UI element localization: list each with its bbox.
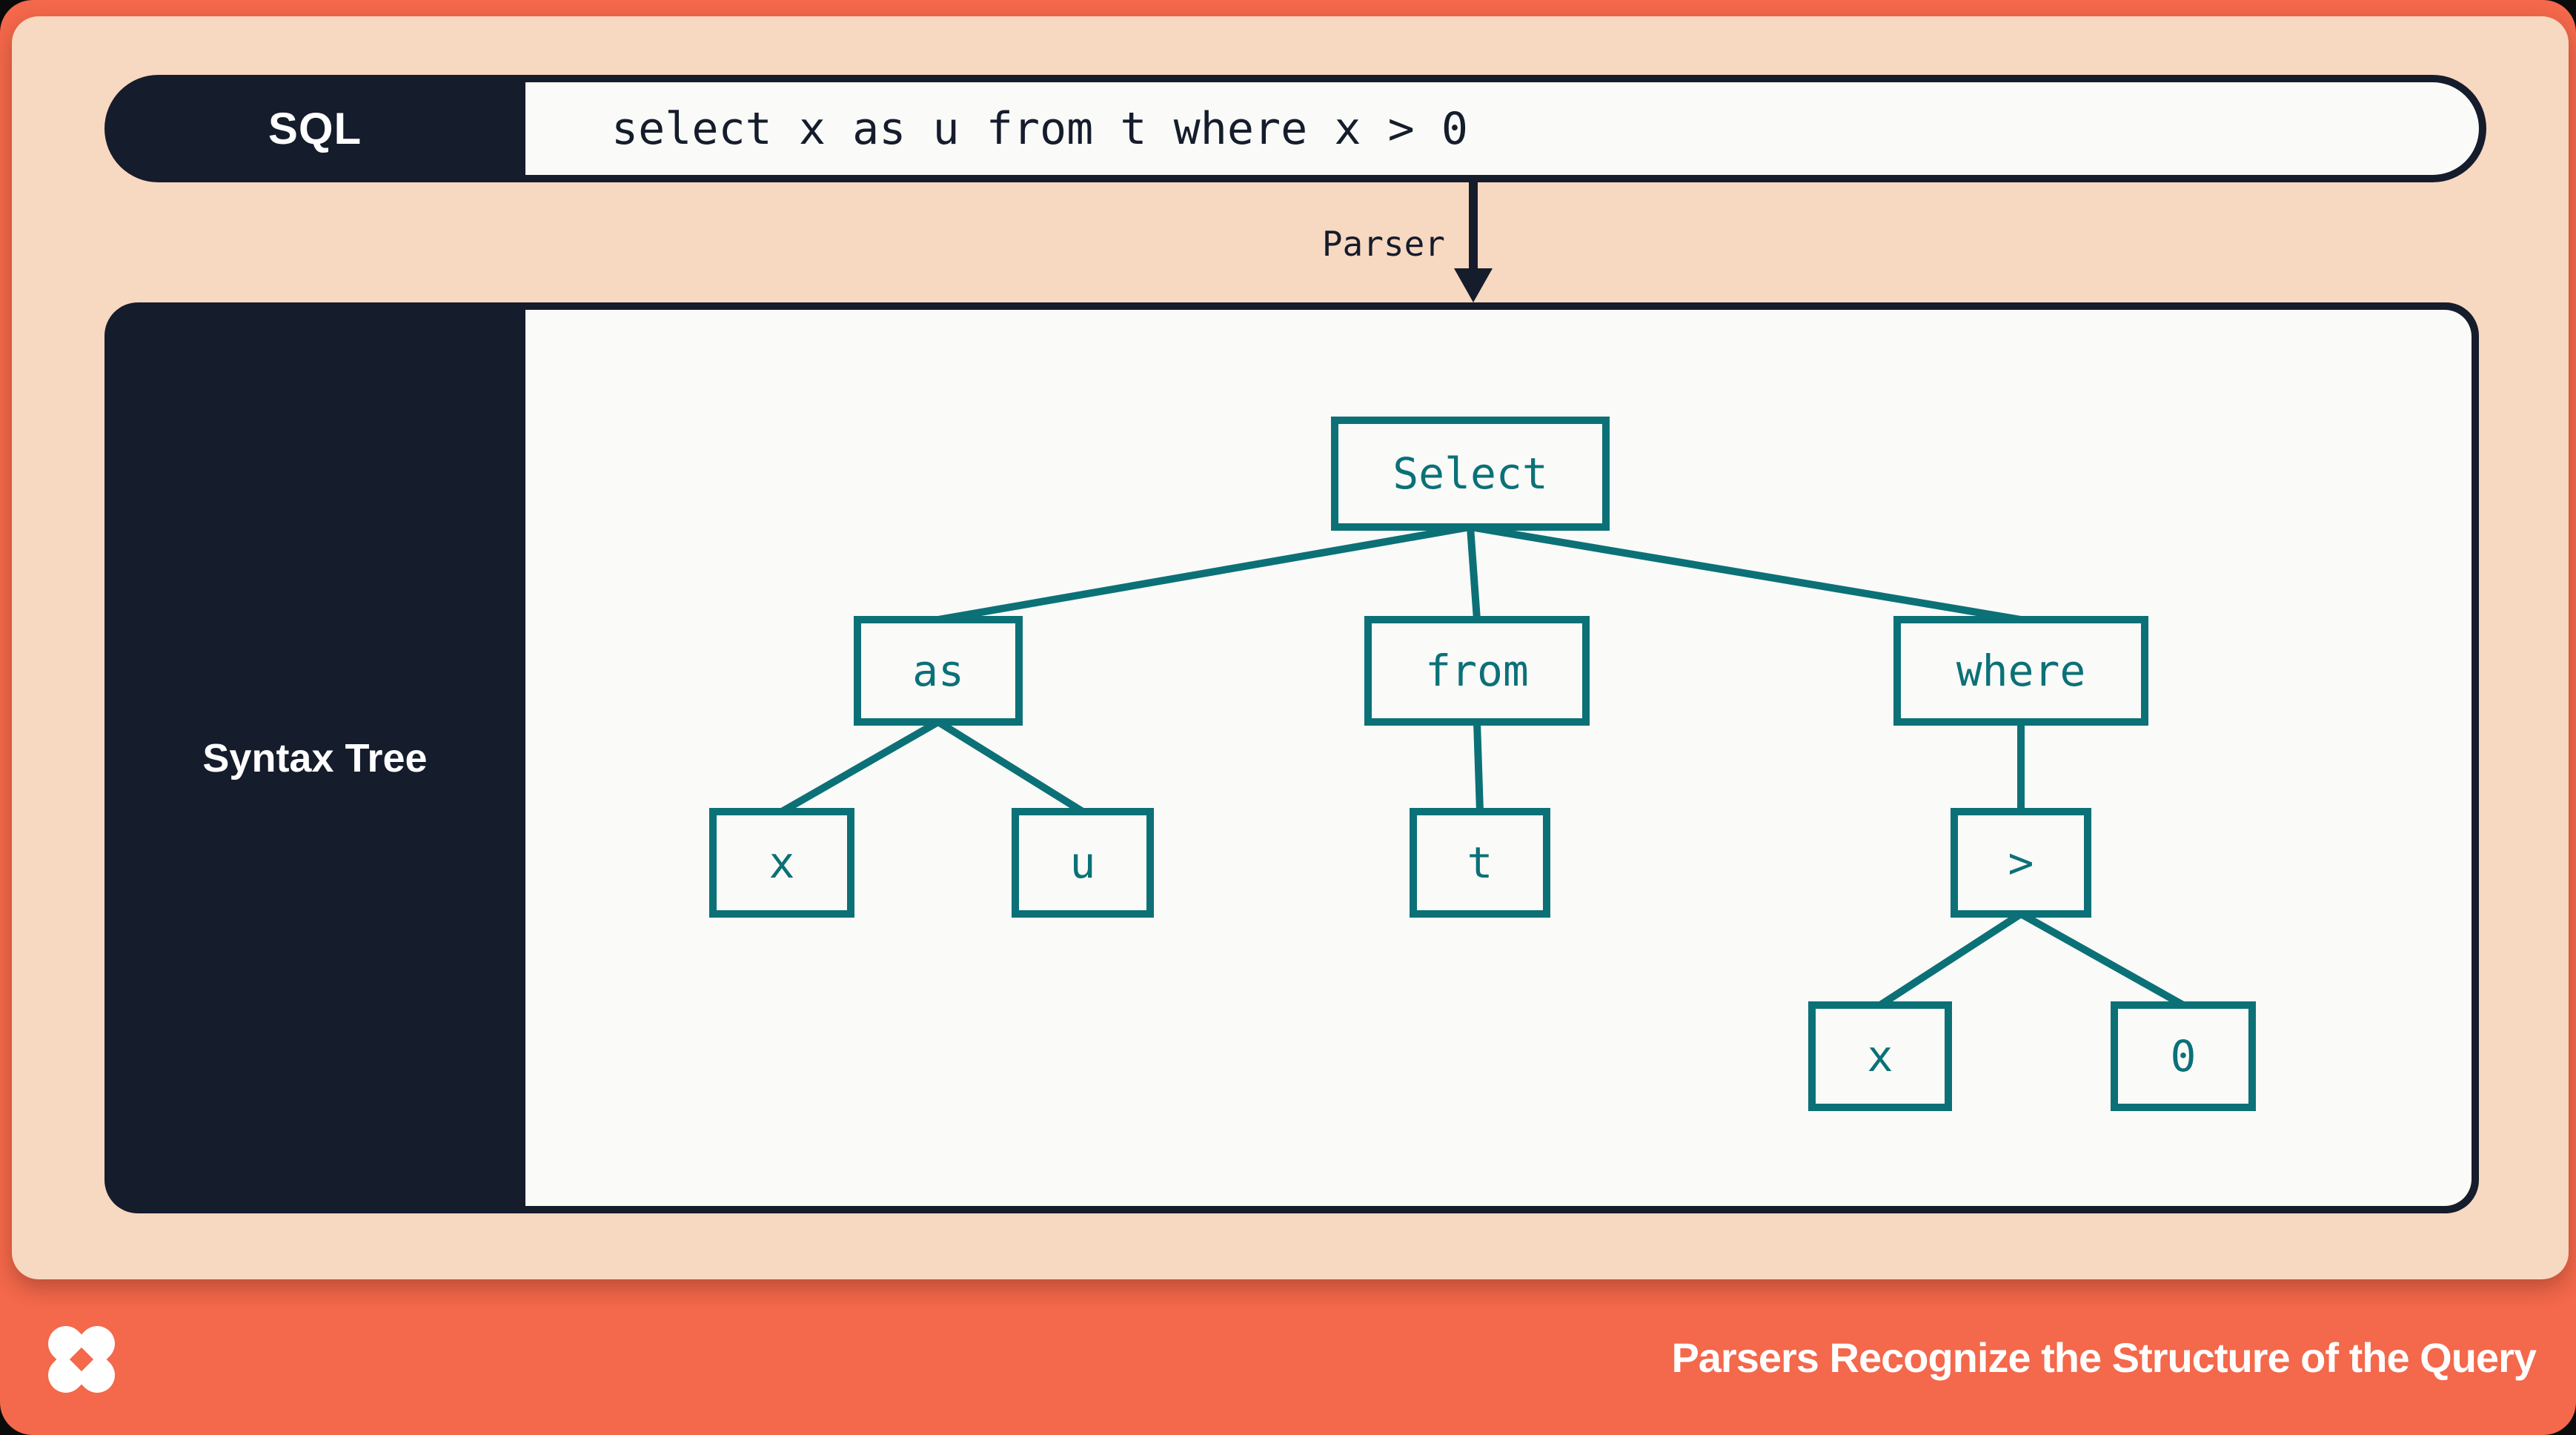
tree-node-label: 0 [2170, 1031, 2197, 1081]
sql-bar-label: SQL [268, 104, 362, 153]
sql-bar: select x as u from t where x > 0 SQL [104, 75, 2486, 182]
tree-node-label: u [1069, 838, 1096, 888]
tree-node-as: as [854, 616, 1023, 726]
parser-label: Parser [1321, 224, 1445, 264]
tree-node-label: x [769, 838, 795, 888]
tree-node-zero: 0 [2111, 1001, 2256, 1111]
syntax-tree-label: Syntax Tree [202, 735, 428, 781]
tree-node-x2: x [1808, 1001, 1952, 1111]
tree-node-u: u [1012, 808, 1154, 918]
tree-node-label: where [1956, 646, 2086, 696]
tree-node-where: where [1893, 616, 2148, 726]
four-point-star-logo-icon [48, 1326, 115, 1393]
tree-node-x1: x [709, 808, 854, 918]
footer-title: Parsers Recognize the Structure of the Q… [1671, 1334, 2537, 1381]
tree-node-label: from [1425, 646, 1529, 696]
tree-node-label: t [1467, 838, 1493, 888]
tree-node-label: x [1867, 1031, 1893, 1081]
tree-node-t: t [1410, 808, 1550, 918]
tree-node-label: > [2008, 838, 2034, 888]
tree-node-label: as [912, 646, 964, 696]
sql-query-area: select x as u from t where x > 0 [525, 82, 2479, 175]
tree-node-label: Select [1392, 448, 1548, 499]
tree-node-gt: > [1951, 808, 2091, 918]
sql-query-text: select x as u from t where x > 0 [611, 102, 1468, 155]
tree-node-select: Select [1331, 417, 1610, 531]
tree-node-from: from [1364, 616, 1590, 726]
